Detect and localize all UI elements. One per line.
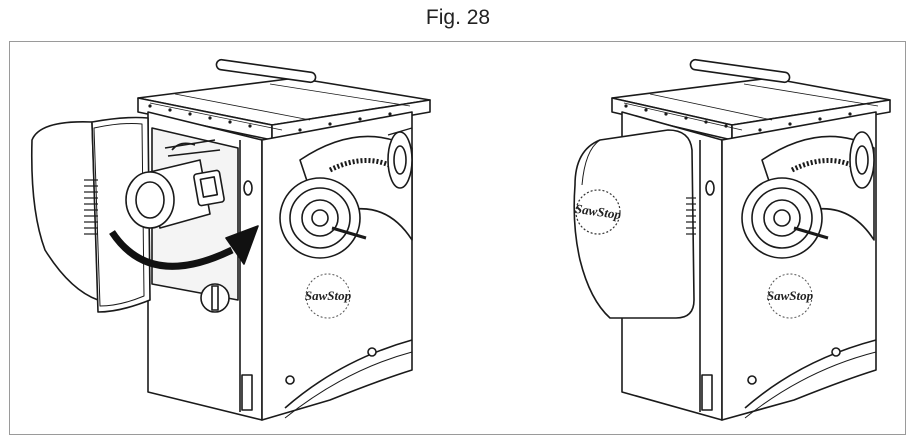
left-motor xyxy=(125,139,225,229)
right-closed-cover xyxy=(573,129,695,319)
right-logo-badge xyxy=(767,273,813,319)
left-open-cover xyxy=(30,121,99,301)
left-logo-badge xyxy=(305,273,351,319)
figure-title: Fig. 28 xyxy=(425,6,491,29)
right-saw-logo: SawStop xyxy=(767,288,814,303)
left-saw-logo: SawStop xyxy=(305,288,352,303)
left-rotation-arrow xyxy=(109,230,234,270)
right-cover-logo-badge xyxy=(575,189,621,235)
left-saw-illustration xyxy=(30,58,431,421)
right-cover-logo: SawStop xyxy=(574,201,622,222)
right-saw-illustration xyxy=(573,58,891,421)
